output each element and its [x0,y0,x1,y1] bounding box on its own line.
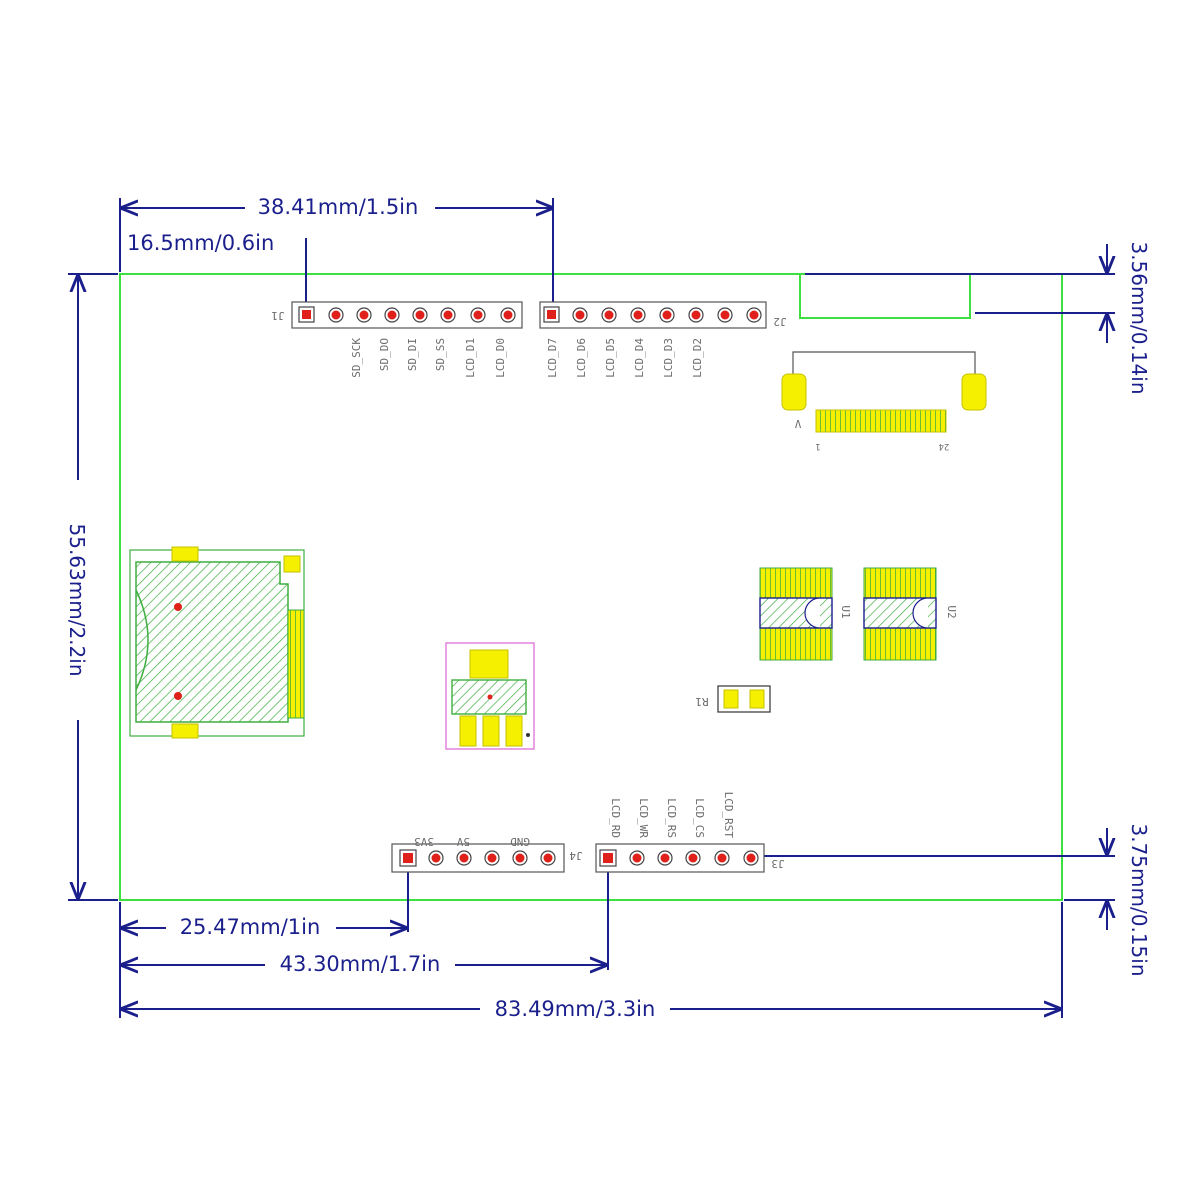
header-j3: J3 LCD_RD LCD_WR LCD_RS LCD_CS LCD_RST [595,792,785,873]
dim-top-offset: 16.5mm/0.6in [127,231,274,255]
dim-bottom-total: 83.49mm/3.3in [495,997,656,1021]
fpc-pin-first: 1 [815,441,820,451]
j4-label: J4 [569,849,583,862]
j1-pin-label: SD_SCK [350,338,363,378]
dim-bottom-j4: 25.47mm/1in [180,915,321,939]
j4-pin-label: 5V [456,835,470,848]
ic-u1: U1 [759,567,852,661]
fpc-connector: V 1 24 [781,351,987,451]
header-j1: J1 SD_SCK SD_DO SD_DI SD_SS LCD_D1 LCD_D… [271,301,523,378]
j1-pin-label: LCD_D1 [464,338,477,378]
dim-left-height: 55.63mm/2.2in [65,524,89,677]
u1-label: U1 [839,605,852,618]
j2-pin-label: LCD_D2 [691,338,704,378]
j2-pin-label: LCD_D4 [633,338,646,378]
sd-card-slot [129,546,305,739]
j3-label: J3 [771,857,784,870]
j2-pin-label: LCD_D6 [575,338,588,378]
dim-right-top: 3.56mm/0.14in [1127,242,1151,395]
dim-bottom-j3: 43.30mm/1.7in [280,952,441,976]
pcb-notch [799,274,971,319]
j4-pin-label: 3V3 [414,835,434,848]
j2-pin-label: LCD_D5 [604,338,617,378]
fpc-marker: V [794,417,801,430]
voltage-regulator [445,642,535,750]
dim-top-width: 38.41mm/1.5in [258,195,419,219]
j3-pin-label: LCD_RD [609,798,622,838]
j3-pin-label: LCD_WR [637,798,650,838]
ic-u2: U2 [863,567,958,661]
header-j4: J4 3V3 5V GND [391,835,583,873]
j1-pin-label: SD_DO [378,338,391,371]
j3-pin-label: LCD_RS [665,798,678,838]
j2-pin-label: LCD_D7 [546,338,559,378]
j1-pin-label: LCD_D0 [494,338,507,378]
j1-label: J1 [271,309,284,322]
j2-pin-label: LCD_D3 [662,338,675,378]
j1-pins [298,306,516,323]
fpc-pin-last: 24 [939,441,950,451]
j1-pin-label: SD_DI [406,338,419,371]
j2-pins [543,306,762,323]
r1-label: R1 [695,695,708,708]
u2-label: U2 [945,605,958,618]
j4-pin-label: GND [510,835,530,848]
j1-pin-label: SD_SS [434,338,447,371]
resistor-r1: R1 [695,685,771,713]
j3-pin-label: LCD_CS [693,798,706,838]
header-j2: J2 LCD_D7 LCD_D6 LCD_D5 LCD_D4 LCD_D3 LC… [539,301,787,378]
j2-label: J2 [773,315,786,328]
dim-right-bottom: 3.75mm/0.15in [1127,824,1151,977]
j3-pin-label: LCD_RST [722,792,735,839]
